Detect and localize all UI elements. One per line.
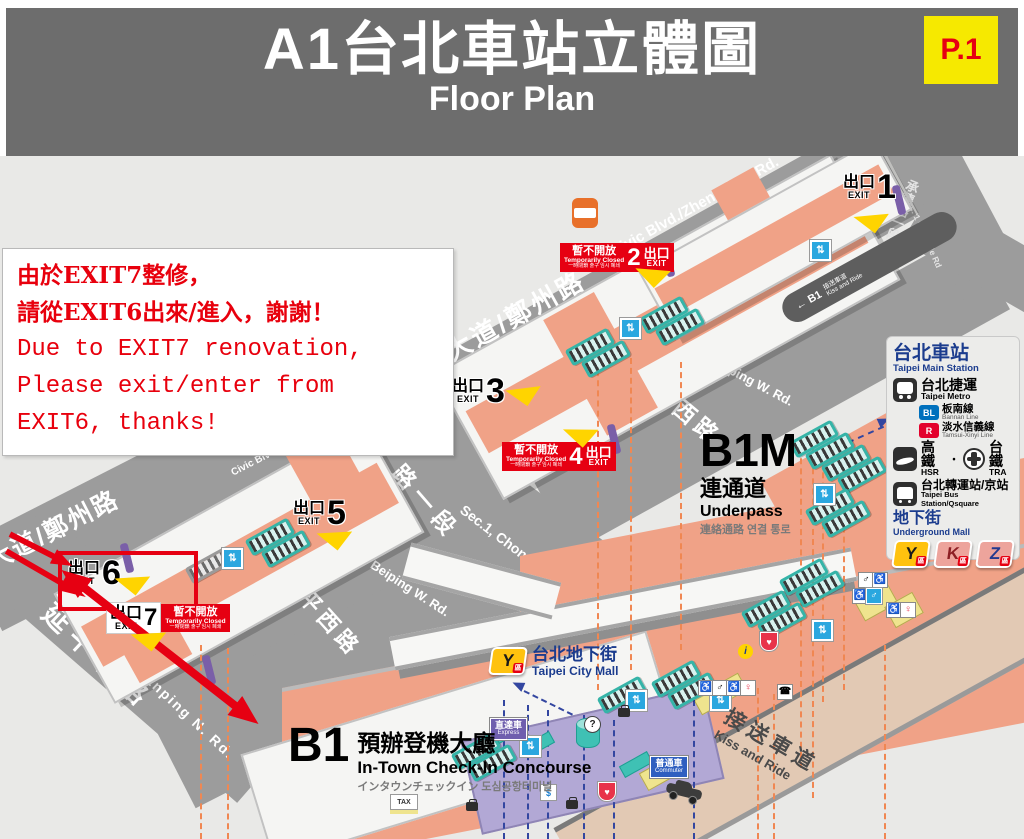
level-link-line — [227, 648, 229, 839]
level-link-line — [884, 645, 886, 839]
metro-link-line — [693, 700, 695, 839]
metro-link-line — [547, 710, 549, 839]
page-title: A1台北車站立體圖 — [262, 17, 762, 82]
level-link-line — [843, 458, 845, 690]
elevator-icon: ⇅ — [809, 239, 832, 262]
level-link-line — [200, 645, 202, 839]
phone-icon: ☎ — [777, 684, 793, 700]
elevator-icon: ⇅ — [519, 735, 542, 758]
notice-line-1: 由於EXIT7整修， — [17, 262, 212, 289]
commuter-badge: 普通車 Commuter — [650, 756, 689, 778]
hsr-icon — [893, 446, 917, 471]
legend-separator: ・ — [949, 455, 959, 467]
legend-title-en: Taipei Main Station — [893, 363, 979, 374]
tax-refund-icon: TAX — [390, 794, 418, 810]
legend-mall-en: Underground Mall — [893, 526, 970, 537]
notice-line-3: Due to EXIT7 renovation, — [17, 336, 363, 363]
tamsui-line-badge: R — [919, 423, 939, 438]
aed-icon: ♥ — [759, 631, 779, 652]
renovation-notice: 由於EXIT7整修， 請從EXIT6出來/進入，謝謝！ Due to EXIT7… — [2, 248, 454, 456]
city-mall-logo-icon — [572, 198, 598, 228]
luggage-icon — [466, 799, 478, 811]
metro-link-line — [613, 720, 615, 839]
bannan-line-badge: BL — [919, 405, 939, 420]
elevator-icon: ⇅ — [811, 619, 834, 642]
information-counter-icon: ? — [584, 716, 601, 733]
luggage-icon — [566, 797, 578, 809]
metro-link-line — [503, 700, 505, 839]
metro-link-line — [583, 715, 585, 839]
luggage-icon — [618, 705, 630, 717]
level-link-line — [597, 360, 599, 690]
page-subtitle: Floor Plan — [428, 79, 596, 118]
b1-level-label: B1 預辦登機大廳 In-Town Check-In Concourse インタ… — [288, 719, 592, 793]
level-link-line — [630, 358, 632, 670]
ramp-b1-arrow: ← B1 — [793, 288, 824, 313]
info-icon: i — [738, 644, 753, 659]
legend-mall-cn: 地下街 — [893, 509, 942, 527]
woman-icon: ♀ — [740, 680, 756, 696]
woman-icon: ♀ — [900, 602, 916, 618]
notice-line-4: Please exit/enter from — [17, 373, 334, 400]
level-link-line — [773, 694, 775, 839]
bus-icon — [893, 481, 917, 506]
express-badge: 直達車 Express — [490, 718, 528, 740]
header-banner: A1台北車站立體圖 Floor Plan — [6, 8, 1018, 156]
wheelchair-icon: ♿ — [872, 572, 888, 588]
aed-icon: ♥ — [597, 781, 617, 802]
elevator-icon: ⇅ — [625, 689, 648, 712]
legend-title-cn: 台北車站 — [893, 343, 970, 364]
tra-icon — [963, 447, 985, 470]
b1m-level-label: B1M 連通道 Underpass 連絡通路 연결 통로 — [700, 424, 798, 537]
notice-line-2: 請從EXIT6出來/進入，謝謝！ — [17, 299, 335, 326]
notice-line-5: EXIT6, thanks! — [17, 410, 219, 437]
metro-link-line — [527, 705, 529, 839]
metro-icon — [893, 378, 917, 402]
level-link-line — [757, 688, 759, 839]
level-link-line — [680, 362, 682, 650]
page-number-badge: P.1 — [924, 16, 998, 84]
elevator-icon: ⇅ — [813, 483, 836, 506]
currency-exchange-icon: $ — [540, 784, 557, 801]
elevator-icon: ⇅ — [619, 317, 642, 340]
man-icon: ♂ — [865, 587, 883, 605]
elevator-icon: ⇅ — [221, 547, 244, 570]
